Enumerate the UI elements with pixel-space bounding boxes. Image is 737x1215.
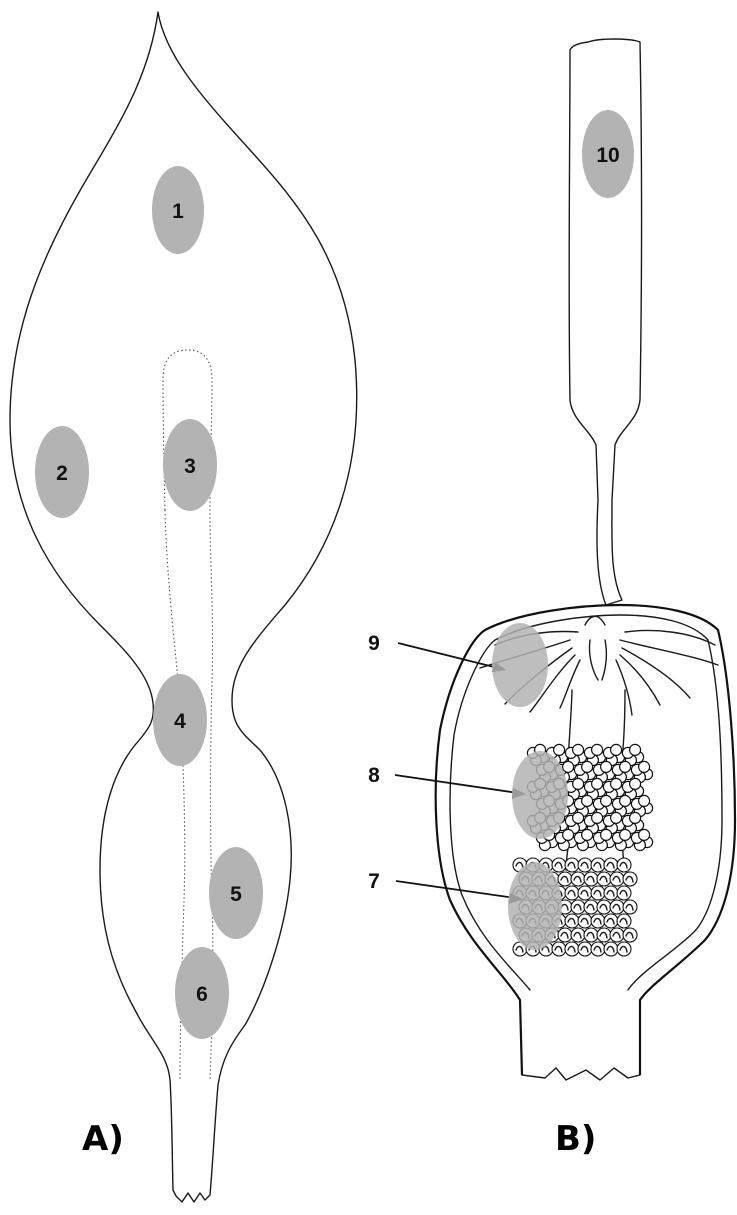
spot-6-label: 6 xyxy=(196,983,208,1006)
spot-4-label: 4 xyxy=(174,710,186,733)
spot-10: 10 xyxy=(582,110,634,198)
spot-2: 2 xyxy=(35,426,89,518)
spot-5: 5 xyxy=(209,847,263,939)
arrow-7 xyxy=(396,881,515,898)
panel-a-label: A) xyxy=(82,1119,124,1159)
spot-1-label: 1 xyxy=(172,200,184,223)
spot-9 xyxy=(492,623,548,707)
spot-9-label: 9 xyxy=(368,632,380,655)
spot-3-label: 3 xyxy=(184,455,196,478)
panel-b-drawing xyxy=(395,39,735,1080)
spot-6: 6 xyxy=(175,947,229,1039)
spot-8-label: 8 xyxy=(368,764,380,787)
spot-10-label: 10 xyxy=(596,144,619,167)
arrow-8 xyxy=(395,775,518,793)
spot-5-label: 5 xyxy=(230,883,242,906)
spot-1: 1 xyxy=(152,166,204,254)
spot-4: 4 xyxy=(153,674,207,766)
spot-7 xyxy=(508,862,562,950)
panel-b-label: B) xyxy=(555,1119,596,1159)
base-stalk xyxy=(522,1068,640,1080)
spot-3: 3 xyxy=(163,419,217,511)
spot-8 xyxy=(512,751,568,839)
spot-2-label: 2 xyxy=(56,462,68,485)
sample-spots: 1 2 3 4 5 6 xyxy=(35,110,634,1039)
spot-7-label: 7 xyxy=(368,870,380,893)
